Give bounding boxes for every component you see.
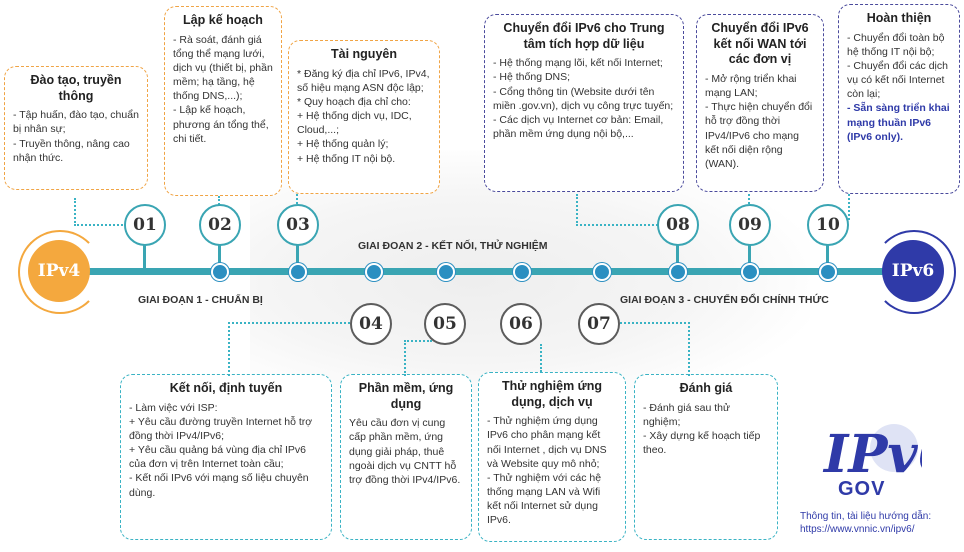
step-09-line: - Thực hiện chuyển đổi hỗ trợ đồng thời … (705, 101, 813, 170)
tick-02 (218, 238, 221, 270)
step-01-line: - Tập huấn, đào tạo, chuẩn bị nhân sự; (13, 109, 139, 136)
step-number-02: 02 (199, 204, 241, 246)
step-04-box: Kết nối, định tuyến - Làm việc với ISP: … (120, 374, 332, 540)
connector-08 (576, 194, 678, 226)
tick-08 (676, 238, 679, 270)
step-number-08: 08 (657, 204, 699, 246)
connector-06 (540, 344, 542, 372)
step-02-line: - Lập kế hoạch, phương án tổng thể, chi … (173, 104, 269, 145)
step-10-title: Hoàn thiện (866, 11, 932, 25)
step-number-09: 09 (729, 204, 771, 246)
connector-04 (228, 322, 354, 376)
step-01-box: Đào tạo, truyền thông - Tập huấn, đào tạ… (4, 66, 148, 190)
phase-1-label: GIAI ĐOẠN 1 - CHUẨN BỊ (138, 294, 263, 306)
ipv6-end-circle: IPv6 (882, 240, 944, 302)
phase-3-label: GIAI ĐOẠN 3 - CHUYỂN ĐỔI CHÍNH THỨC (620, 294, 829, 306)
step-09-line: - Mở rộng triển khai mạng LAN; (705, 72, 797, 100)
step-04-line: - Kết nối IPv6 với mạng số liệu chuyên d… (129, 472, 309, 499)
step-01-line: - Truyền thông, nâng cao nhận thức. (13, 137, 130, 164)
step-03-line: * Đăng ký địa chỉ IPv6, IPv4, số hiệu mạ… (297, 67, 430, 94)
timeline-dot (211, 263, 229, 281)
step-10-line: - Chuyển đổi toàn bộ hệ thống IT nội bộ; (847, 31, 945, 58)
step-09-box: Chuyển đổi IPv6 kết nối WAN tới các đơn … (696, 14, 824, 192)
timeline-dot (437, 263, 455, 281)
step-02-title: Lập kế hoạch (183, 13, 263, 27)
tick-10 (826, 238, 829, 270)
logo-gov-text: GOV (838, 478, 886, 500)
svg-text:IPv6: IPv6 (822, 424, 922, 485)
ipv6-ring (872, 230, 956, 314)
ipv4-start-circle: IPv4 (28, 240, 90, 302)
step-08-box: Chuyển đổi IPv6 cho Trung tâm tích hợp d… (484, 14, 684, 192)
step-02-box: Lập kế hoạch - Rà soát, đánh giá tổng th… (164, 6, 282, 196)
timeline-dot (669, 263, 687, 281)
step-06-box: Thử nghiệm ứng dụng, dịch vụ - Thử nghiệ… (478, 372, 626, 542)
step-number-03: 03 (277, 204, 319, 246)
connector-02 (218, 196, 220, 208)
phase-2-label: GIAI ĐOẠN 2 - KẾT NỐI, THỬ NGHIỆM (358, 240, 548, 252)
step-05-box: Phần mềm, ứng dụng Yêu cầu đơn vị cung c… (340, 374, 472, 540)
step-04-title: Kết nối, định tuyến (169, 381, 283, 395)
step-07-box: Đánh giá - Đánh giá sau thử nghiệm; - Xâ… (634, 374, 778, 540)
step-10-line: - Chuyển đổi các dịch vụ có kết nối Inte… (847, 59, 948, 101)
step-03-line: + Hệ thống dịch vụ, IDC, Cloud,...; (297, 110, 412, 137)
info-link[interactable]: https://www.vnnic.vn/ipv6/ (800, 524, 915, 535)
step-08-line: - Cổng thông tin (Website dưới tên miền … (493, 85, 674, 112)
ipv6-gov-logo: IPv6 (822, 424, 922, 485)
info-text: Thông tin, tài liệu hướng dẫn: https://w… (800, 510, 931, 536)
timeline-dot (365, 263, 383, 281)
step-number-06: 06 (500, 303, 542, 345)
timeline-dot (289, 263, 307, 281)
connector-05 (404, 340, 432, 376)
step-06-line: - Thử nghiệm với các hệ thống mạng LAN v… (487, 471, 602, 527)
step-10-box: Hoàn thiện - Chuyển đổi toàn bộ hệ thống… (838, 4, 960, 194)
connector-09 (748, 194, 750, 208)
step-04-line: - Làm việc với ISP: (129, 401, 218, 414)
step-06-line: - Thử nghiệm ứng dụng IPv6 cho phân mạng… (487, 415, 607, 470)
step-number-04: 04 (350, 303, 392, 345)
timeline-bar (60, 268, 900, 275)
step-05-title: Phần mềm, ứng dụng (358, 381, 454, 411)
connector-01 (74, 198, 142, 226)
connector-03 (296, 194, 298, 208)
timeline-dot (741, 263, 759, 281)
step-04-line: + Yêu cầu quảng bá vùng địa chỉ IPv6 của… (129, 444, 306, 471)
step-03-line: + Hệ thống quản lý; (297, 138, 389, 151)
step-04-line: + Yêu cầu đường truyền Internet hỗ trợ đ… (129, 415, 313, 442)
step-03-title: Tài nguyên (331, 47, 397, 61)
step-07-line: - Đánh giá sau thử nghiệm; (643, 401, 730, 428)
step-03-line: * Quy hoạch địa chỉ cho: (297, 95, 411, 108)
connector-07 (620, 322, 690, 376)
timeline-dot (819, 263, 837, 281)
step-03-line: + Hệ thống IT nội bộ. (297, 152, 396, 165)
step-number-10: 10 (807, 204, 849, 246)
step-09-title: Chuyển đổi IPv6 kết nối WAN tới các đơn … (711, 21, 809, 67)
step-08-line: - Các dịch vụ Internet cơ bản: Email, ph… (493, 113, 664, 141)
step-08-line: - Hệ thống DNS; (493, 71, 571, 84)
step-07-line: - Xây dựng kế hoạch tiếp theo. (643, 429, 761, 457)
step-06-title: Thử nghiệm ứng dụng, dịch vụ (501, 379, 603, 409)
connector-10 (848, 194, 850, 220)
ipv4-ring (18, 230, 102, 314)
info-line-1: Thông tin, tài liệu hướng dẫn: (800, 511, 932, 522)
tick-03 (296, 238, 299, 270)
step-03-box: Tài nguyên * Đăng ký địa chỉ IPv6, IPv4,… (288, 40, 440, 194)
step-10-highlight: - Sẵn sàng triển khai mạng thuần IPv6 (I… (847, 102, 950, 143)
step-number-05: 05 (424, 303, 466, 345)
timeline-dot (593, 263, 611, 281)
step-05-line: Yêu cầu đơn vị cung cấp phần mềm, ứng dụ… (349, 417, 461, 486)
step-07-title: Đánh giá (679, 381, 733, 395)
step-number-07: 07 (578, 303, 620, 345)
step-02-line: - Rà soát, đánh giá tổng thể mạng lưới, … (173, 33, 273, 103)
tick-01 (143, 238, 146, 270)
step-number-01: 01 (124, 204, 166, 246)
timeline-dot (513, 263, 531, 281)
tick-09 (748, 238, 751, 270)
step-08-title: Chuyển đổi IPv6 cho Trung tâm tích hợp d… (503, 21, 665, 51)
step-01-title: Đào tạo, truyền thông (30, 73, 122, 103)
step-08-line: - Hệ thống mạng lõi, kết nối Internet; (493, 57, 663, 70)
